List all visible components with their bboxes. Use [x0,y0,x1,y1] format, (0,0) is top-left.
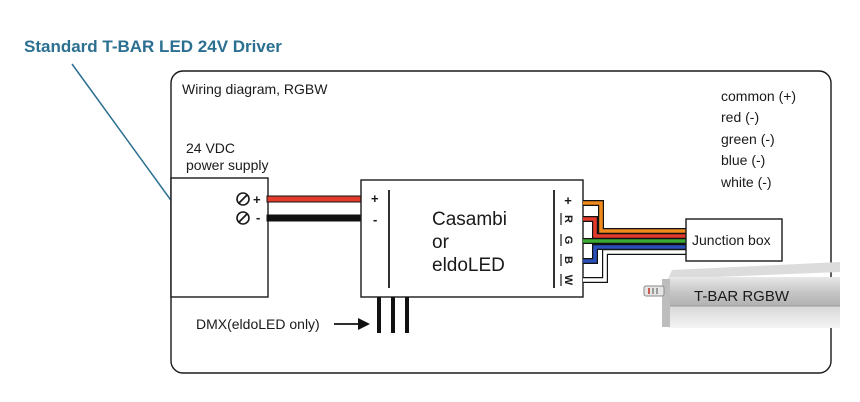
dmx-connector: DMX(eldoLED only) [196,297,409,333]
wire-legend: common (+) red (-) green (-) blue (-) wh… [720,88,796,190]
dmx-pin [377,297,381,333]
page-title: Standard T-BAR LED 24V Driver [24,37,282,56]
driver-output-label: B [562,256,574,264]
power-supply-box [170,177,269,298]
driver-output-label: + [564,193,572,208]
legend-item: blue (-) [721,152,765,168]
driver-output-label: G [562,236,574,245]
wire-blue-output-fill [583,245,686,263]
tbar-top-face [668,262,840,279]
driver-output-label: R [562,215,574,223]
driver-input-minus: - [373,212,377,227]
wire-red [266,195,362,203]
dmx-pin [391,297,395,333]
diagram-caption: Wiring diagram, RGBW [182,81,328,97]
power-supply-terminal-plus: + [253,192,261,207]
wire-common-orange-fill [583,201,686,233]
power-supply-label-name: power supply [186,157,269,173]
power-supply-terminal-minus: - [256,210,260,225]
legend-item: green (-) [721,131,775,147]
driver-label-or: or [432,232,450,253]
title-leader-line [71,63,187,222]
terminal-screw-minus-icon [236,211,250,225]
legend-item: white (-) [720,174,772,190]
tbar-label: T-BAR RGBW [694,288,790,305]
driver-input-plus: + [371,191,379,206]
output-wires [583,200,686,283]
legend-item: common (+) [721,88,796,104]
dmx-pin [405,297,409,333]
legend-item: red (-) [721,109,759,125]
wire-common-orange [583,200,686,234]
driver-box [360,179,584,298]
tbar-connector-icon [643,285,665,297]
driver-label-casambi: Casambi [432,209,507,230]
driver-output-label: W [562,275,574,286]
dmx-arrow-head-icon [358,318,370,330]
driver-label-eldoled: eldoLED [432,255,505,276]
tbar-lens [668,306,840,328]
junction-box: Junction box [685,218,783,262]
junction-box-label: Junction box [692,232,771,248]
wire-black [266,214,362,222]
tbar-end-cap [662,279,670,327]
driver-output-labels: + R G B W [560,193,574,286]
power-supply-label-voltage: 24 VDC [186,140,235,156]
dmx-label: DMX(eldoLED only) [196,316,320,332]
power-wires [266,195,362,222]
wire-white-output-fill [583,250,686,282]
junction-box-outline [685,218,783,262]
wire-red-output-fill [583,217,686,238]
tbar-body [668,277,840,307]
tbar-luminaire: T-BAR RGBW [643,262,840,328]
power-supply: 24 VDC power supply + - [170,140,269,298]
terminal-screw-plus-icon [236,192,250,206]
driver: + - Casambi or eldoLED + R G B W [360,179,584,298]
